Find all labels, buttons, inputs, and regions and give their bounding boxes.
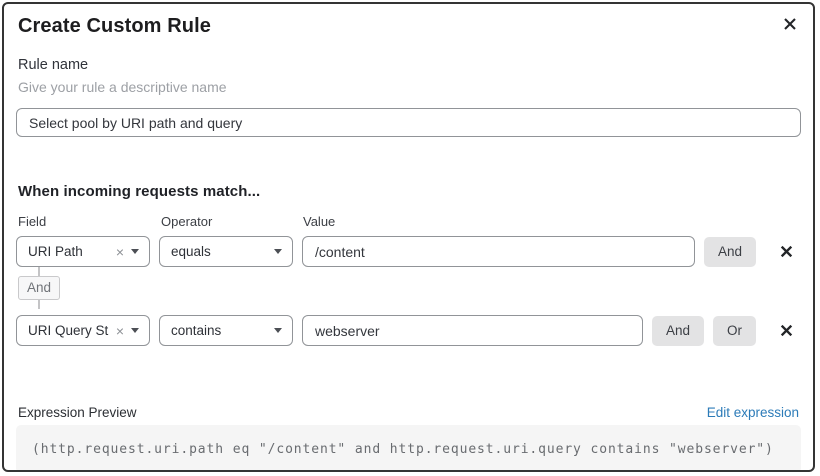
field-column-label: Field <box>18 214 47 229</box>
chevron-down-icon <box>131 249 139 254</box>
expression-preview-label: Expression Preview <box>18 405 137 420</box>
connector-line <box>38 300 40 309</box>
page-title: Create Custom Rule <box>18 15 211 37</box>
field-select[interactable]: URI Path × <box>16 236 150 267</box>
value-input[interactable] <box>302 315 643 346</box>
expression-preview-header: Expression Preview Edit expression <box>16 404 801 421</box>
edit-expression-link[interactable]: Edit expression <box>706 405 799 420</box>
expression-preview-code: (http.request.uri.path eq "/content" and… <box>16 425 801 470</box>
logical-connector: And <box>18 267 60 309</box>
clear-selection-icon[interactable]: × <box>115 322 124 339</box>
rule-name-input[interactable] <box>16 108 801 137</box>
expression-preview-section: Expression Preview Edit expression (http… <box>16 404 801 470</box>
operator-select[interactable]: contains <box>159 315 293 346</box>
chevron-down-icon <box>274 249 282 254</box>
dialog-header: Create Custom Rule <box>4 4 813 39</box>
matcher-section: When incoming requests match... Field Op… <box>16 183 801 346</box>
operator-select[interactable]: equals <box>159 236 293 267</box>
create-custom-rule-dialog: Create Custom Rule Rule name Give your r… <box>2 2 815 472</box>
field-select-value: URI Query St... <box>28 323 109 338</box>
condition-row-1: URI Path × equals And <box>16 236 801 267</box>
add-and-condition-button[interactable]: And <box>703 236 756 267</box>
matcher-heading: When incoming requests match... <box>18 183 261 200</box>
delete-condition-icon[interactable] <box>778 243 795 260</box>
value-column-label: Value <box>303 214 336 229</box>
rule-name-label: Rule name <box>18 57 89 73</box>
delete-condition-icon[interactable] <box>778 322 795 339</box>
column-labels: Field Operator Value <box>16 214 801 230</box>
close-icon[interactable] <box>781 15 799 33</box>
operator-select-value: equals <box>171 244 211 259</box>
field-select[interactable]: URI Query St... × <box>16 315 150 346</box>
connector-line <box>38 267 40 276</box>
chevron-down-icon <box>131 328 139 333</box>
operator-select-value: contains <box>171 323 222 338</box>
rule-name-helper: Give your rule a descriptive name <box>18 79 227 95</box>
add-or-condition-button[interactable]: Or <box>713 315 756 346</box>
clear-selection-icon[interactable]: × <box>115 243 124 260</box>
rule-name-section: Rule name Give your rule a descriptive n… <box>16 56 801 137</box>
field-select-value: URI Path <box>28 244 83 259</box>
value-input[interactable] <box>302 236 695 267</box>
chevron-down-icon <box>274 328 282 333</box>
connector-and-badge: And <box>18 276 60 300</box>
add-and-condition-button[interactable]: And <box>651 315 704 346</box>
operator-column-label: Operator <box>161 214 213 229</box>
condition-row-2: URI Query St... × contains And Or <box>16 315 801 346</box>
